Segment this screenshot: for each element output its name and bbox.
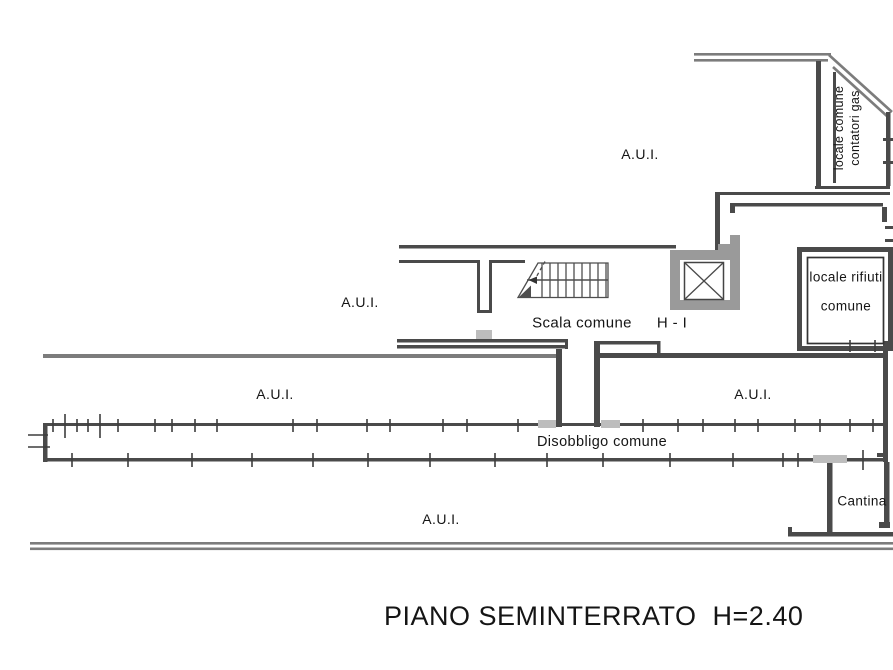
waste-room-label-line2: comune [820,298,872,314]
stair-direction-arrow [528,276,537,284]
room-label-aui-right: A.U.I. [734,386,772,402]
boundary-walls [30,53,893,551]
stairs-symbol [516,261,609,299]
wall-tick-marks [28,340,876,470]
room-label-aui-bottom: A.U.I. [422,511,460,527]
interior-walls [43,61,893,537]
corridor-label: Disobbligo comune [536,434,668,450]
stairs-label: Scala comune [532,314,632,332]
cellar-label: Cantina [837,493,887,509]
plan-title: PIANO SEMINTERRATO H=2.40 [384,601,804,631]
room-label-aui-corridor-left: A.U.I. [256,386,294,402]
gas-meters-room-label: locale comune contatori gas [832,85,862,171]
stairs-code-label: H - I [656,314,688,332]
room-label-aui-top: A.U.I. [621,146,659,162]
stair-landing-triangle [519,285,531,297]
diagonal-wall [828,54,893,118]
waste-room-label-line1: locale rifiuti [809,269,883,285]
door-sills [476,330,847,463]
elevator-symbol [670,235,740,310]
room-label-aui-mid-left: A.U.I. [341,294,379,310]
waste-room-inner-wall [806,256,885,345]
